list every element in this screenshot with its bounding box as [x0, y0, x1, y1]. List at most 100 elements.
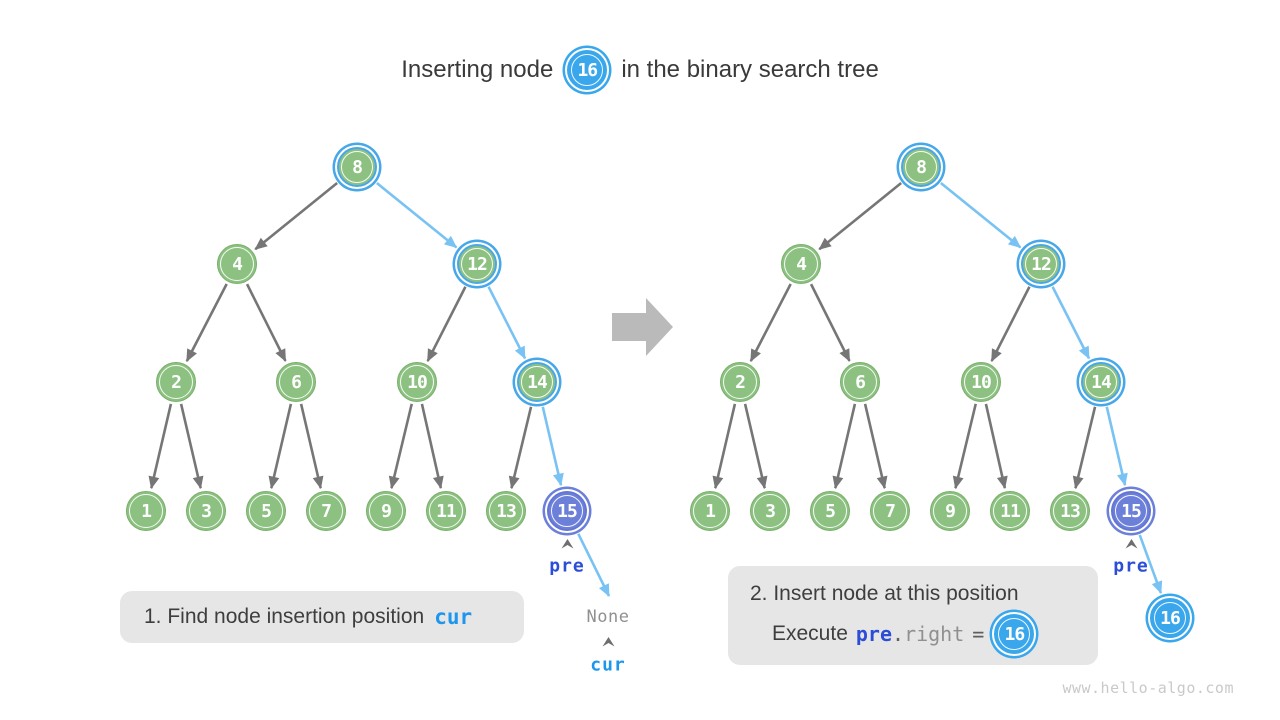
tree-edge	[299, 403, 324, 490]
tree-node-value: 5	[261, 500, 272, 522]
tree-edge	[712, 403, 737, 490]
transition-arrow-icon	[612, 298, 673, 356]
title-text-prefix: Inserting node	[401, 56, 554, 83]
tree-node-value: 15	[557, 500, 578, 522]
tree-edge	[863, 403, 888, 490]
tree-node-13: 13	[486, 491, 526, 531]
tree-node-value: 1	[141, 500, 152, 522]
tree-edge	[809, 283, 851, 362]
tree-node-10: 10	[397, 362, 437, 402]
tree-node-value: 4	[796, 253, 807, 275]
tree-node-value: 13	[496, 500, 517, 522]
tree-node-9: 9	[366, 491, 406, 531]
tree-node-14: 14	[517, 362, 557, 402]
tree-node-7: 7	[306, 491, 346, 531]
title-text-suffix: in the binary search tree	[621, 56, 879, 83]
caption-step2-dot: .	[892, 622, 905, 646]
tree-node-value: 15	[1121, 500, 1142, 522]
tree-node-2: 2	[720, 362, 760, 402]
tree-edge	[508, 406, 533, 490]
tree-node-5: 5	[810, 491, 850, 531]
tree-node-value: 14	[527, 371, 548, 393]
caption-step1-keyword-cur: cur	[434, 605, 473, 629]
tree-node-value: 10	[971, 371, 992, 393]
tree-node-16: 16	[1150, 598, 1190, 638]
caption-step2-keyword-right: right	[904, 622, 965, 646]
tree-node-value: 6	[291, 371, 302, 393]
tree-node-value: 4	[232, 253, 243, 275]
tree-node-8: 8	[337, 147, 377, 187]
tree-edge	[148, 403, 173, 490]
caption-step2-prefix: Execute	[772, 622, 848, 645]
tree-node-4: 4	[217, 244, 257, 284]
caret-up-icon	[602, 637, 614, 647]
tree-node-value: 14	[1091, 371, 1112, 393]
tree-node-value: 13	[1060, 500, 1081, 522]
tree-node-value: 11	[1000, 500, 1021, 522]
tree-node-value: 12	[1031, 253, 1052, 275]
tree-node-5: 5	[246, 491, 286, 531]
caption-step2-node-circle: 16	[994, 614, 1035, 654]
tree-node-value: 3	[201, 500, 212, 522]
figure-title: Inserting node 16 in the binary search t…	[0, 50, 1280, 90]
tree-edge	[743, 403, 768, 490]
tree-node-value: 2	[171, 371, 182, 393]
tree-edge	[185, 283, 228, 363]
tree-edge	[245, 283, 287, 362]
caption-step1: 1. Find node insertion position cur	[120, 591, 524, 643]
tree-edge	[984, 403, 1008, 490]
tree-edge	[487, 286, 527, 360]
tree-edge	[426, 286, 467, 362]
tree-node-value: 7	[321, 500, 332, 522]
tree-edge	[388, 403, 414, 490]
tree-node-14: 14	[1081, 362, 1121, 402]
tree-node-value: 2	[735, 371, 746, 393]
pointer-label-cur: cur	[590, 654, 626, 676]
tree-node-15: 15	[547, 491, 587, 531]
tree-node-value: 8	[352, 156, 363, 178]
tree-node-12: 12	[457, 244, 497, 284]
tree-edge	[420, 403, 444, 490]
pointer-label-none: None	[586, 607, 630, 627]
tree-edge	[577, 533, 611, 597]
tree-node-10: 10	[961, 362, 1001, 402]
tree-edge	[818, 182, 902, 251]
tree-node-13: 13	[1050, 491, 1090, 531]
tree-node-3: 3	[750, 491, 790, 531]
tree-node-value: 6	[855, 371, 866, 393]
tree-node-2: 2	[156, 362, 196, 402]
caption-step2: 2. Insert node at this position Execute …	[728, 566, 1098, 665]
tree-node-value: 9	[381, 500, 392, 522]
tree-edge	[1072, 406, 1097, 490]
caption-step2-node-value: 16	[1004, 623, 1025, 645]
tree-node-1: 1	[126, 491, 166, 531]
title-node-value: 16	[577, 59, 598, 81]
tree-edge	[376, 182, 458, 249]
tree-node-12: 12	[1021, 244, 1061, 284]
tree-node-6: 6	[840, 362, 880, 402]
tree-node-value: 12	[467, 253, 488, 275]
tree-edge	[952, 403, 978, 490]
tree-node-11: 11	[990, 491, 1030, 531]
tree-edge	[1051, 286, 1091, 360]
caption-step2-line1: 2. Insert node at this position	[750, 582, 1019, 605]
tree-node-value: 9	[945, 500, 956, 522]
tree-edge	[832, 403, 857, 490]
tree-edge	[990, 286, 1031, 362]
tree-node-value: 7	[885, 500, 896, 522]
tree-node-value: 5	[825, 500, 836, 522]
tree-node-8: 8	[901, 147, 941, 187]
tree-edge	[268, 403, 293, 490]
pointer-label-pre: pre	[549, 555, 585, 577]
pointer-label-pre: pre	[1113, 555, 1149, 577]
tree-node-4: 4	[781, 244, 821, 284]
caption-step2-equals: =	[972, 622, 985, 646]
tree-node-value: 10	[407, 371, 428, 393]
tree-edge	[749, 283, 792, 363]
caption-step2-line2: Execute pre . right = 16	[772, 614, 1098, 654]
tree-node-value: 1	[705, 500, 716, 522]
tree-node-value: 8	[916, 156, 927, 178]
caption-step1-text: 1. Find node insertion position	[144, 605, 425, 628]
